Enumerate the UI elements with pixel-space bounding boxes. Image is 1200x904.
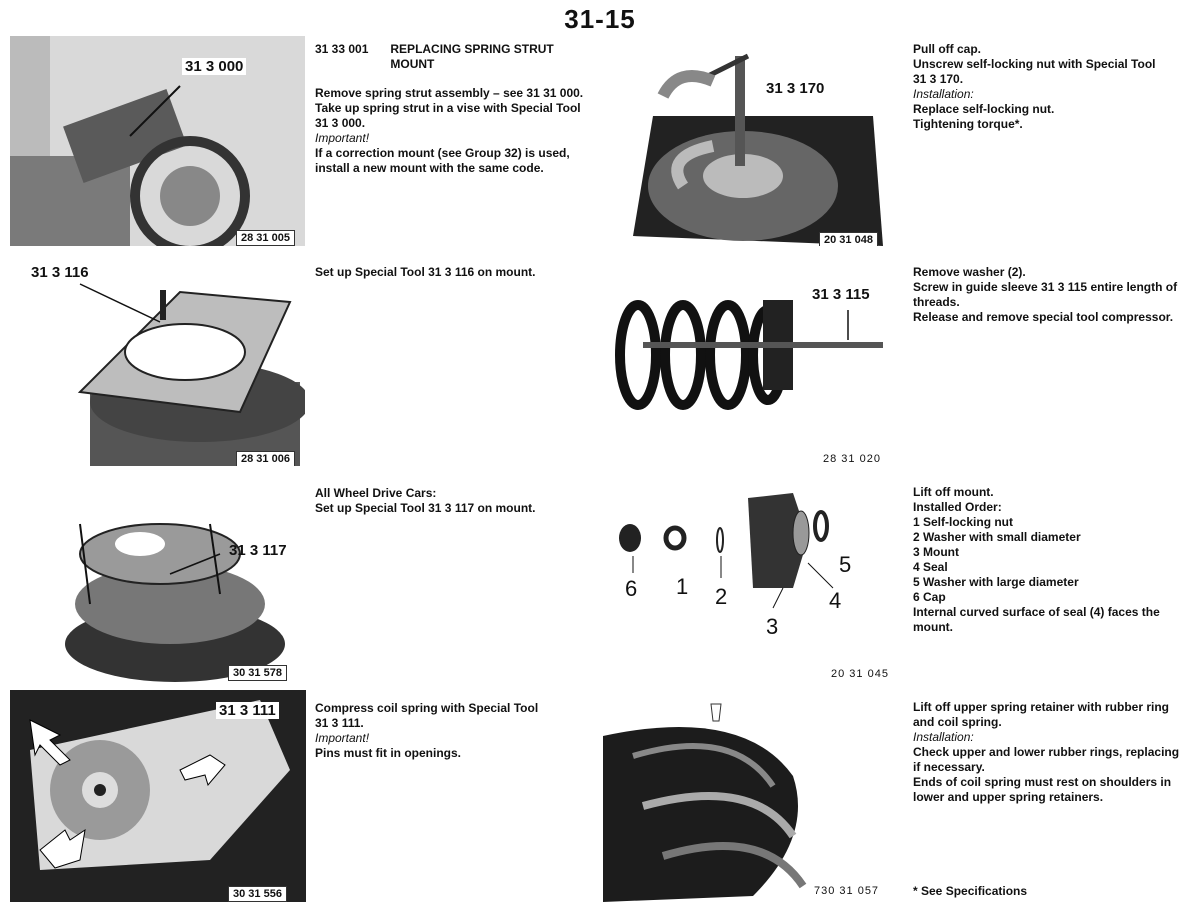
section-lift-off-upper-retainer: Lift off upper spring retainer with rubb…: [913, 700, 1179, 805]
figure-code: 20 31 045: [831, 668, 888, 680]
heading-title-line: REPLACING SPRING STRUT: [390, 42, 554, 56]
body-line: Check upper and lower rubber rings, repl…: [913, 745, 1180, 759]
body-line: Pins must fit in openings.: [315, 746, 462, 760]
part-number-5: 5: [839, 552, 852, 577]
photo-tool-313117-drawing: [65, 523, 285, 682]
important-note: Important!: [315, 731, 370, 745]
section-pull-off-cap: Pull off cap. Unscrew self-locking nut w…: [913, 42, 1155, 132]
part-number-6: 6: [625, 576, 638, 601]
part-number-4: 4: [829, 588, 842, 613]
body-line: Remove washer (2).: [913, 265, 1026, 279]
body-line: Tightening torque*.: [913, 117, 1023, 131]
section-setup-tool-313116: Set up Special Tool 31 3 116 on mount.: [315, 265, 536, 280]
body-line: 31 3 170.: [913, 72, 964, 86]
section-compress-coil-spring: Compress coil spring with Special Tool 3…: [315, 701, 538, 761]
callout-tool-313111: 31 3 111: [216, 702, 279, 719]
photo-upper-spring-retainer: 730 31 057: [603, 696, 888, 902]
callout-tool-313116: 31 3 116: [31, 264, 89, 281]
figure-code: 30 31 556: [228, 886, 287, 902]
body-line: Replace self-locking nut.: [913, 102, 1055, 116]
body-line: Internal curved surface of seal (4) face…: [913, 605, 1160, 619]
section-remove-washer: Remove washer (2). Screw in guide sleeve…: [913, 265, 1177, 325]
figure-code: 28 31 005: [236, 230, 295, 246]
photo-tool-313117-awd: 31 3 117 30 31 578: [10, 484, 305, 684]
section-heading: 31 33 001 REPLACING SPRING STRUT MOUNT: [315, 42, 583, 72]
body-line: 31 3 000.: [315, 116, 366, 130]
installation-note: Installation:: [913, 730, 974, 744]
body-line: Set up Special Tool 31 3 116 on mount.: [315, 265, 536, 279]
body-line: Ends of coil spring must rest on shoulde…: [913, 775, 1172, 789]
figure-code: 730 31 057: [814, 885, 880, 897]
body-line: Remove spring strut assembly – see 31 31…: [315, 86, 584, 100]
installation-note: Installation:: [913, 87, 974, 101]
photo-spring-strut-in-vise-drawing: [10, 36, 305, 246]
callout-tool-313115: 31 3 115: [812, 286, 870, 303]
page-number: 31-15: [564, 4, 636, 34]
body-line: mount.: [913, 620, 953, 634]
body-line: Lift off upper spring retainer with rubb…: [913, 700, 1170, 714]
photo-guide-sleeve-313115: 31 3 115 28 31 020: [603, 280, 888, 465]
body-line: All Wheel Drive Cars:: [315, 486, 437, 500]
footnote-specifications: * See Specifications: [913, 884, 1027, 899]
diagram-mount-parts-drawing: [619, 493, 834, 609]
part-number-3: 3: [766, 614, 779, 639]
body-line: and coil spring.: [913, 715, 1002, 729]
body-line: Installed Order:: [913, 500, 1002, 514]
callout-tool-313170: 31 3 170: [763, 80, 828, 97]
body-line: Unscrew self-locking nut with Special To…: [913, 57, 1156, 71]
section-lift-off-mount: Lift off mount. Installed Order: 1 Self-…: [913, 485, 1160, 635]
body-line: threads.: [913, 295, 960, 309]
installed-order-item: 3 Mount: [913, 545, 959, 559]
installed-order-item: 6 Cap: [913, 590, 946, 604]
body-line: Pull off cap.: [913, 42, 982, 56]
body-line: Screw in guide sleeve 31 3 115 entire le…: [913, 280, 1178, 294]
figure-code: 28 31 020: [823, 453, 881, 465]
part-number-2: 2: [715, 584, 728, 609]
photo-spring-retainer-drawing: [603, 703, 807, 902]
photo-unscrew-nut-drawing: [633, 53, 883, 246]
callout-tool-313117: 31 3 117: [229, 542, 287, 559]
heading-title-line: MOUNT: [390, 57, 435, 71]
body-line: Take up spring strut in a vise with Spec…: [315, 101, 581, 115]
photo-tool-313116-drawing: [77, 283, 305, 466]
diagram-mount-exploded-view: 6 1 2 3 4 5 20 31 045: [603, 478, 888, 684]
body-line: Compress coil spring with Special Tool: [315, 701, 539, 715]
body-line: If a correction mount (see Group 32) is …: [315, 146, 570, 160]
installed-order-item: 1 Self-locking nut: [913, 515, 1014, 529]
section-replacing-spring-strut-mount: 31 33 001 REPLACING SPRING STRUT MOUNT R…: [315, 42, 583, 176]
figure-code: 30 31 578: [228, 665, 287, 681]
body-line: lower and upper spring retainers.: [913, 790, 1104, 804]
photo-compress-spring-313111: 31 3 111 30 31 556: [10, 690, 306, 902]
photo-tool-313116-on-mount: 31 3 116 28 31 006: [10, 262, 305, 466]
section-awd-setup-tool-313117: All Wheel Drive Cars: Set up Special Too…: [315, 486, 536, 516]
body-line: install a new mount with the same code.: [315, 161, 544, 175]
body-line: Release and remove special tool compress…: [913, 310, 1174, 324]
photo-spring-strut-in-vise: 31 3 000 28 31 005: [10, 36, 305, 246]
photo-guide-sleeve-drawing: [615, 300, 883, 410]
body-line: Set up Special Tool 31 3 117 on mount.: [315, 501, 536, 515]
footnote: * See Specifications: [913, 884, 1028, 898]
body-line: Lift off mount.: [913, 485, 994, 499]
body-line: if necessary.: [913, 760, 985, 774]
figure-code: 20 31 048: [819, 232, 878, 246]
figure-code: 28 31 006: [236, 451, 295, 466]
callout-tool-313000: 31 3 000: [182, 58, 247, 75]
important-note: Important!: [315, 131, 370, 145]
installed-order-item: 2 Washer with small diameter: [913, 530, 1081, 544]
heading-title: REPLACING SPRING STRUT MOUNT: [390, 42, 553, 72]
photo-compress-spring-drawing: [10, 690, 306, 902]
part-number-1: 1: [676, 574, 689, 599]
photo-unscrew-nut-313170: 31 3 170 20 31 048: [603, 36, 886, 246]
body-line: 31 3 111.: [315, 716, 364, 730]
heading-code: 31 33 001: [315, 42, 369, 56]
installed-order-item: 4 Seal: [913, 560, 948, 574]
installed-order-item: 5 Washer with large diameter: [913, 575, 1079, 589]
